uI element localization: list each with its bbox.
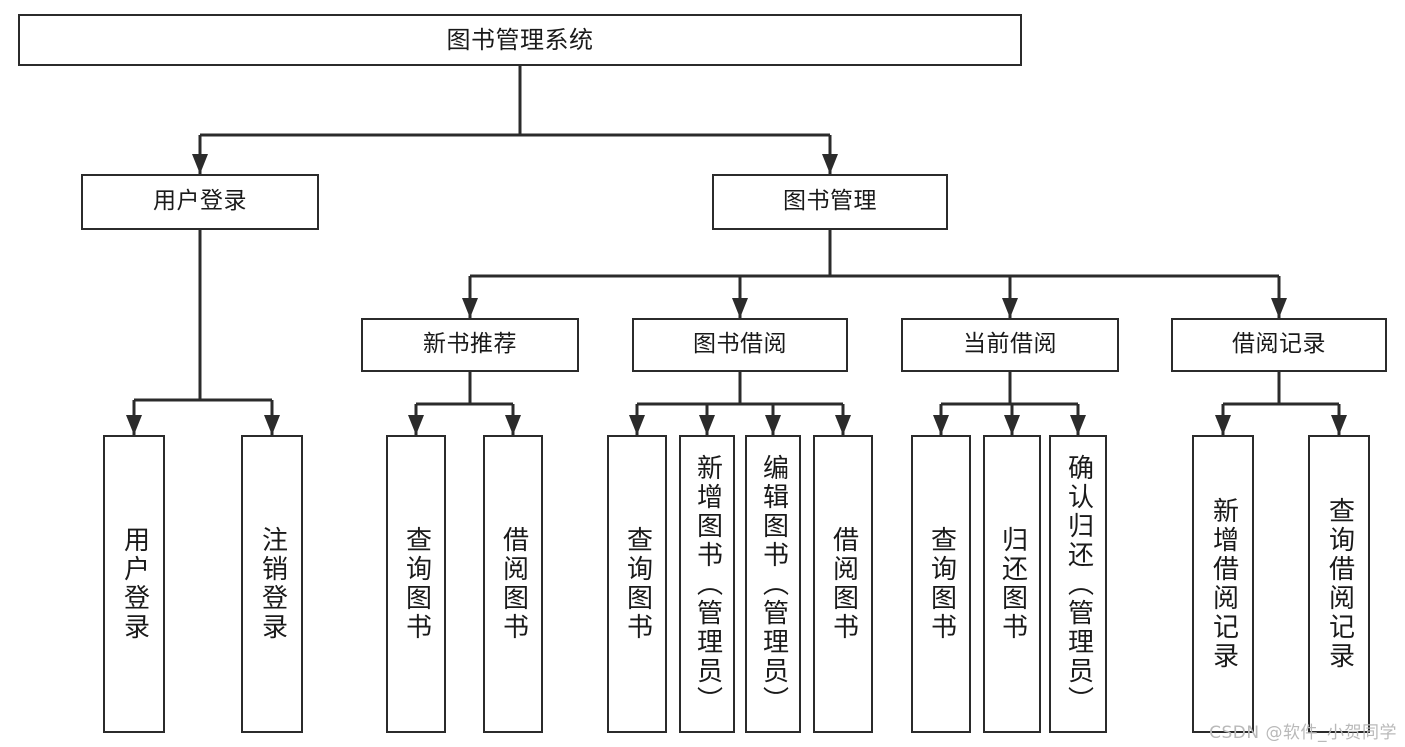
node-root[interactable]: 图书管理系统 bbox=[18, 14, 1022, 66]
arrowhead-l-qrec bbox=[1331, 415, 1347, 435]
node-label: 当前借阅 bbox=[963, 331, 1057, 358]
node-l-return[interactable]: 归还图书 bbox=[983, 435, 1041, 733]
arrowhead-l-return bbox=[1004, 415, 1020, 435]
node-label: 查询借阅记录 bbox=[1324, 497, 1355, 671]
node-l-qbook1[interactable]: 查询图书 bbox=[386, 435, 446, 733]
arrowhead-records bbox=[1271, 298, 1287, 318]
node-l-addbook[interactable]: 新增图书（管理员） bbox=[679, 435, 735, 733]
node-newbook[interactable]: 新书推荐 bbox=[361, 318, 579, 372]
arrowhead-l-qbook1 bbox=[408, 415, 424, 435]
arrowhead-l-qbook3 bbox=[933, 415, 949, 435]
node-label: 新书推荐 bbox=[423, 331, 517, 358]
arrowhead-l-bbook1 bbox=[505, 415, 521, 435]
node-label: 注销登录 bbox=[257, 526, 288, 642]
node-label: 查询图书 bbox=[401, 526, 432, 642]
node-login[interactable]: 用户登录 bbox=[81, 174, 319, 230]
node-label: 编辑图书（管理员） bbox=[758, 453, 789, 715]
node-label: 借阅图书 bbox=[828, 526, 859, 642]
node-label: 借阅图书 bbox=[498, 526, 529, 642]
node-l-editbook[interactable]: 编辑图书（管理员） bbox=[745, 435, 801, 733]
node-label: 确认归还（管理员） bbox=[1063, 453, 1094, 715]
arrowhead-bookmgmt bbox=[822, 154, 838, 174]
arrowhead-newbook bbox=[462, 298, 478, 318]
node-l-logout[interactable]: 注销登录 bbox=[241, 435, 303, 733]
arrowhead-l-bbook2 bbox=[835, 415, 851, 435]
node-records[interactable]: 借阅记录 bbox=[1171, 318, 1387, 372]
node-label: 图书管理 bbox=[783, 188, 877, 215]
node-label: 查询图书 bbox=[926, 526, 957, 642]
node-borrow[interactable]: 图书借阅 bbox=[632, 318, 848, 372]
arrowhead-borrow bbox=[732, 298, 748, 318]
arrowhead-l-qbook2 bbox=[629, 415, 645, 435]
node-label: 新增借阅记录 bbox=[1208, 497, 1239, 671]
node-l-login[interactable]: 用户登录 bbox=[103, 435, 165, 733]
node-label: 图书借阅 bbox=[693, 331, 787, 358]
node-l-qbook3[interactable]: 查询图书 bbox=[911, 435, 971, 733]
watermark-text: CSDN @软件_小贺同学 bbox=[1209, 723, 1397, 743]
node-label: 图书管理系统 bbox=[446, 25, 594, 54]
arrowhead-current bbox=[1002, 298, 1018, 318]
arrowhead-l-editbook bbox=[765, 415, 781, 435]
node-current[interactable]: 当前借阅 bbox=[901, 318, 1119, 372]
node-l-bbook1[interactable]: 借阅图书 bbox=[483, 435, 543, 733]
arrowhead-l-logout bbox=[264, 415, 280, 435]
node-l-confirm[interactable]: 确认归还（管理员） bbox=[1049, 435, 1107, 733]
arrowhead-l-login bbox=[126, 415, 142, 435]
node-label: 用户登录 bbox=[119, 526, 150, 642]
node-label: 归还图书 bbox=[997, 526, 1028, 642]
node-label: 借阅记录 bbox=[1232, 331, 1326, 358]
arrowhead-l-addrec bbox=[1215, 415, 1231, 435]
arrowhead-l-addbook bbox=[699, 415, 715, 435]
node-l-qrec[interactable]: 查询借阅记录 bbox=[1308, 435, 1370, 733]
node-label: 新增图书（管理员） bbox=[692, 453, 723, 715]
node-l-bbook2[interactable]: 借阅图书 bbox=[813, 435, 873, 733]
node-label: 用户登录 bbox=[153, 188, 247, 215]
arrowhead-login bbox=[192, 154, 208, 174]
node-label: 查询图书 bbox=[622, 526, 653, 642]
node-l-qbook2[interactable]: 查询图书 bbox=[607, 435, 667, 733]
node-bookmgmt[interactable]: 图书管理 bbox=[712, 174, 948, 230]
node-l-addrec[interactable]: 新增借阅记录 bbox=[1192, 435, 1254, 733]
arrowhead-l-confirm bbox=[1070, 415, 1086, 435]
